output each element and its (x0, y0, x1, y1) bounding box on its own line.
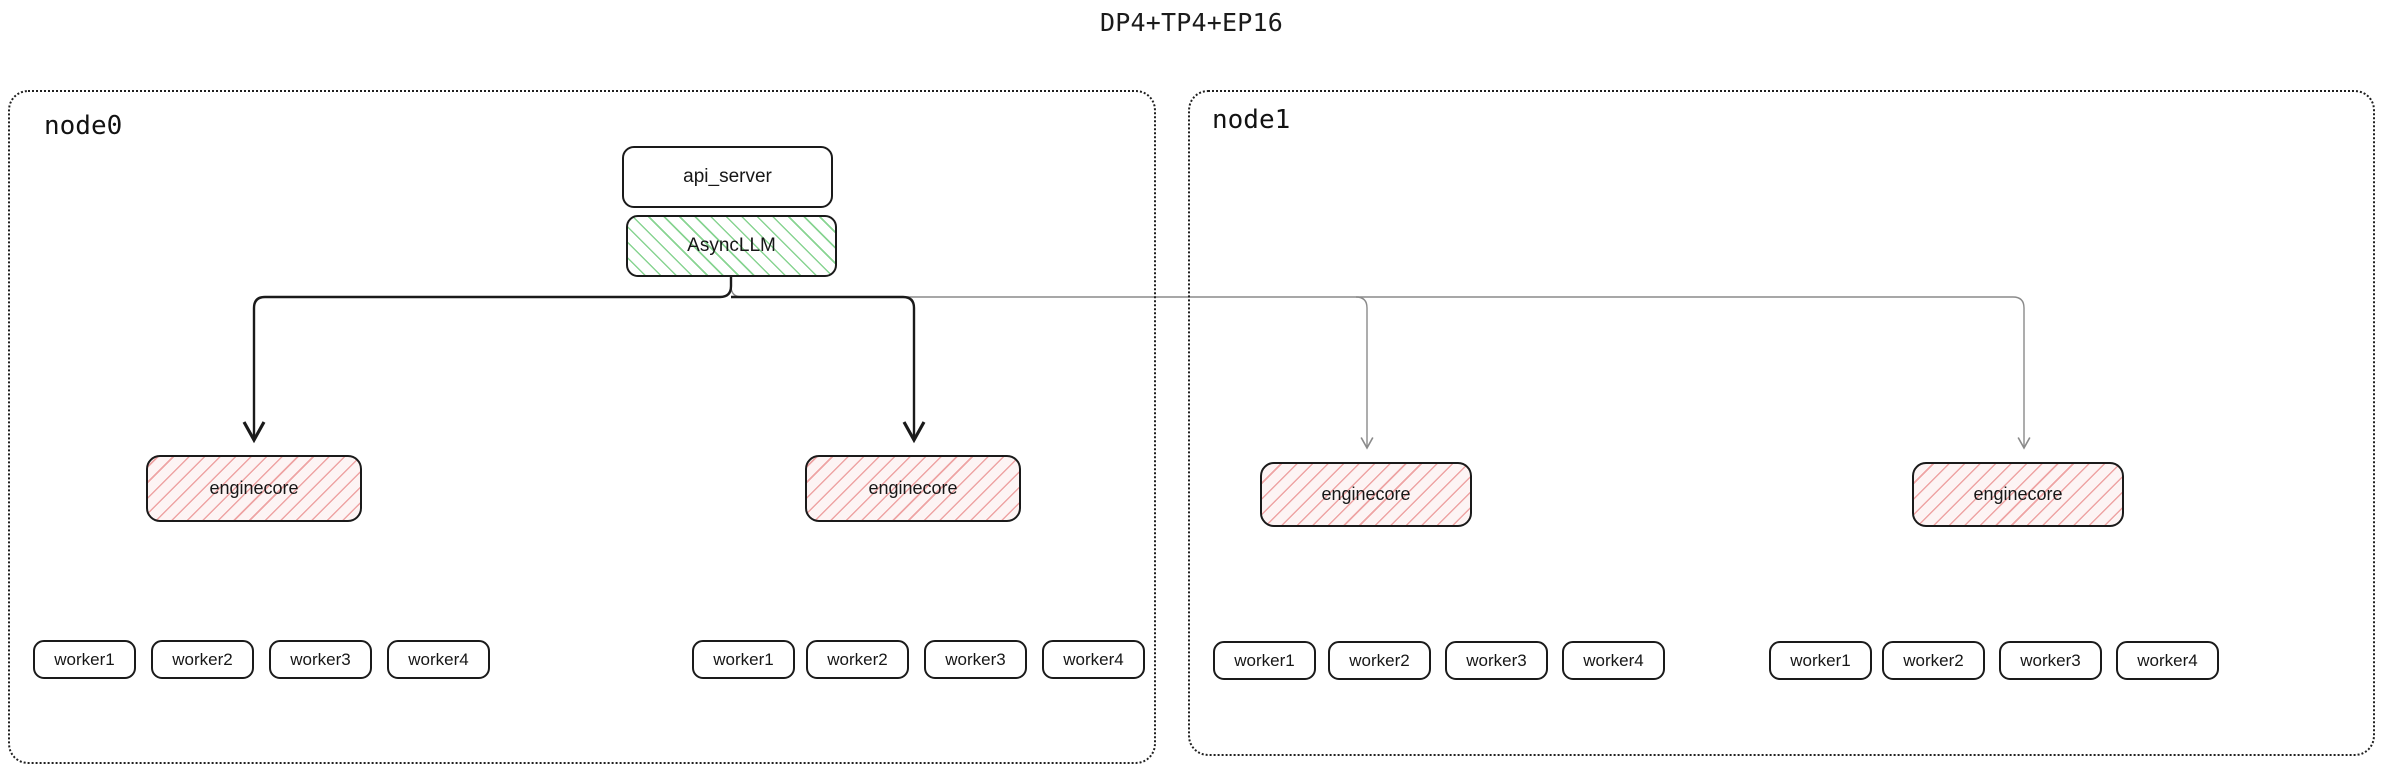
worker-box[interactable]: worker1 (1769, 641, 1872, 680)
worker-label: worker1 (54, 649, 115, 669)
async-llm-label: AsyncLLM (687, 235, 776, 256)
worker-box[interactable]: worker3 (1445, 641, 1548, 680)
enginecore-box[interactable]: enginecore (146, 455, 362, 522)
worker-label: worker4 (1583, 650, 1644, 670)
worker-label: worker4 (1063, 649, 1124, 669)
enginecore-box[interactable]: enginecore (1260, 462, 1472, 527)
worker-label: worker1 (1234, 650, 1295, 670)
node-group-label-node1: node1 (1212, 105, 1291, 135)
node-group-node0[interactable] (8, 90, 1156, 764)
worker-label: worker3 (290, 649, 351, 669)
enginecore-label: enginecore (868, 478, 958, 498)
worker-label: worker2 (1349, 650, 1410, 670)
worker-label: worker2 (172, 649, 233, 669)
enginecore-label: enginecore (209, 478, 299, 498)
enginecore-label: enginecore (1973, 484, 2063, 504)
worker-box[interactable]: worker3 (924, 640, 1027, 679)
api-server-label: api_server (683, 166, 772, 187)
worker-label: worker3 (2020, 650, 2081, 670)
worker-box[interactable]: worker1 (692, 640, 795, 679)
worker-label: worker4 (408, 649, 469, 669)
worker-box[interactable]: worker2 (151, 640, 254, 679)
worker-label: worker2 (827, 649, 888, 669)
worker-box[interactable]: worker2 (806, 640, 909, 679)
worker-label: worker1 (1790, 650, 1851, 670)
worker-box[interactable]: worker4 (1042, 640, 1145, 679)
worker-box[interactable]: worker2 (1328, 641, 1431, 680)
worker-box[interactable]: worker4 (387, 640, 490, 679)
worker-box[interactable]: worker4 (2116, 641, 2219, 680)
node-group-label-node0: node0 (44, 111, 123, 141)
node-group-node1[interactable] (1188, 90, 2375, 756)
worker-box[interactable]: worker3 (1999, 641, 2102, 680)
worker-box[interactable]: worker3 (269, 640, 372, 679)
enginecore-box[interactable]: enginecore (1912, 462, 2124, 527)
worker-label: worker1 (713, 649, 774, 669)
worker-box[interactable]: worker1 (1213, 641, 1316, 680)
worker-box[interactable]: worker2 (1882, 641, 1985, 680)
page-title: DP4+TP4+EP16 (1099, 8, 1283, 37)
enginecore-box[interactable]: enginecore (805, 455, 1021, 522)
worker-label: worker3 (1466, 650, 1527, 670)
worker-box[interactable]: worker4 (1562, 641, 1665, 680)
async-llm-box[interactable]: AsyncLLM (626, 215, 837, 277)
worker-box[interactable]: worker1 (33, 640, 136, 679)
worker-label: worker4 (2137, 650, 2198, 670)
enginecore-label: enginecore (1321, 484, 1411, 504)
worker-label: worker3 (945, 649, 1006, 669)
api-server-box[interactable]: api_server (622, 146, 833, 208)
worker-label: worker2 (1903, 650, 1964, 670)
